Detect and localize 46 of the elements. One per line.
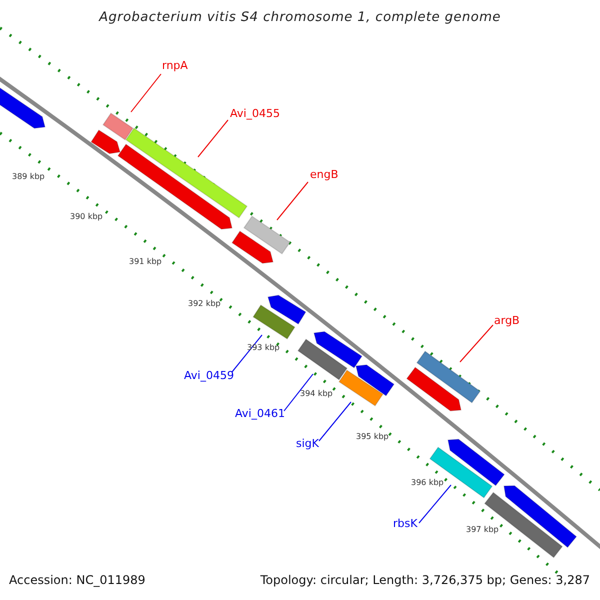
footer-text: Accession: NC_011989 [9, 574, 146, 586]
gene-label: rbsK [393, 518, 418, 529]
tick-label: 397 kbp [466, 526, 499, 534]
leader-line [198, 120, 228, 158]
footer-text: Topology: circular; Length: 3,726,375 bp; Genes: 3,287 [260, 574, 590, 586]
gene-label: Avi_0459 [184, 370, 234, 381]
gene-bar [429, 446, 493, 498]
leader-line [418, 484, 452, 524]
gene-bar [355, 364, 395, 396]
gene-label: engB [310, 169, 338, 180]
gene-label: Avi_0455 [230, 108, 280, 119]
gene-bar [117, 144, 233, 230]
gene-bar [90, 129, 121, 154]
gene-label: Avi_0461 [235, 408, 285, 419]
diagram-title: Agrobacterium vitis S4 chromosome 1, complete genome [98, 11, 502, 24]
gene-bar [102, 112, 134, 140]
gene-bar [243, 216, 291, 254]
gene-bar [503, 485, 578, 548]
leader-line [276, 182, 308, 220]
leader-line [284, 374, 314, 412]
gene-label: sigK [296, 438, 319, 449]
gene-bar [267, 294, 306, 325]
gene-bar [297, 338, 348, 380]
gene-bar [0, 86, 46, 129]
leader-line [130, 74, 162, 112]
tick-label: 394 kbp [300, 390, 333, 398]
tick-label: 392 kbp [188, 300, 221, 308]
tick-label: 391 kbp [129, 258, 162, 266]
leader-line [318, 402, 352, 442]
gene-label: rnpA [162, 60, 188, 71]
tick-label: 396 kbp [411, 479, 444, 487]
tick-label: 390 kbp [70, 213, 103, 221]
tick-label: 395 kbp [356, 433, 389, 441]
gene-bar [252, 304, 296, 340]
gene-bar [125, 128, 248, 218]
gene-bar [484, 492, 563, 558]
gene-bar [313, 331, 363, 368]
leader-line [460, 324, 494, 362]
gene-bar [338, 370, 384, 406]
gene-bar [447, 438, 505, 486]
tick-label: 389 kbp [12, 173, 45, 181]
gene-label: argB [494, 315, 520, 326]
leader-line [232, 334, 262, 372]
gene-bar [231, 230, 274, 264]
gene-bar [406, 366, 462, 412]
gene-bar [416, 350, 481, 404]
